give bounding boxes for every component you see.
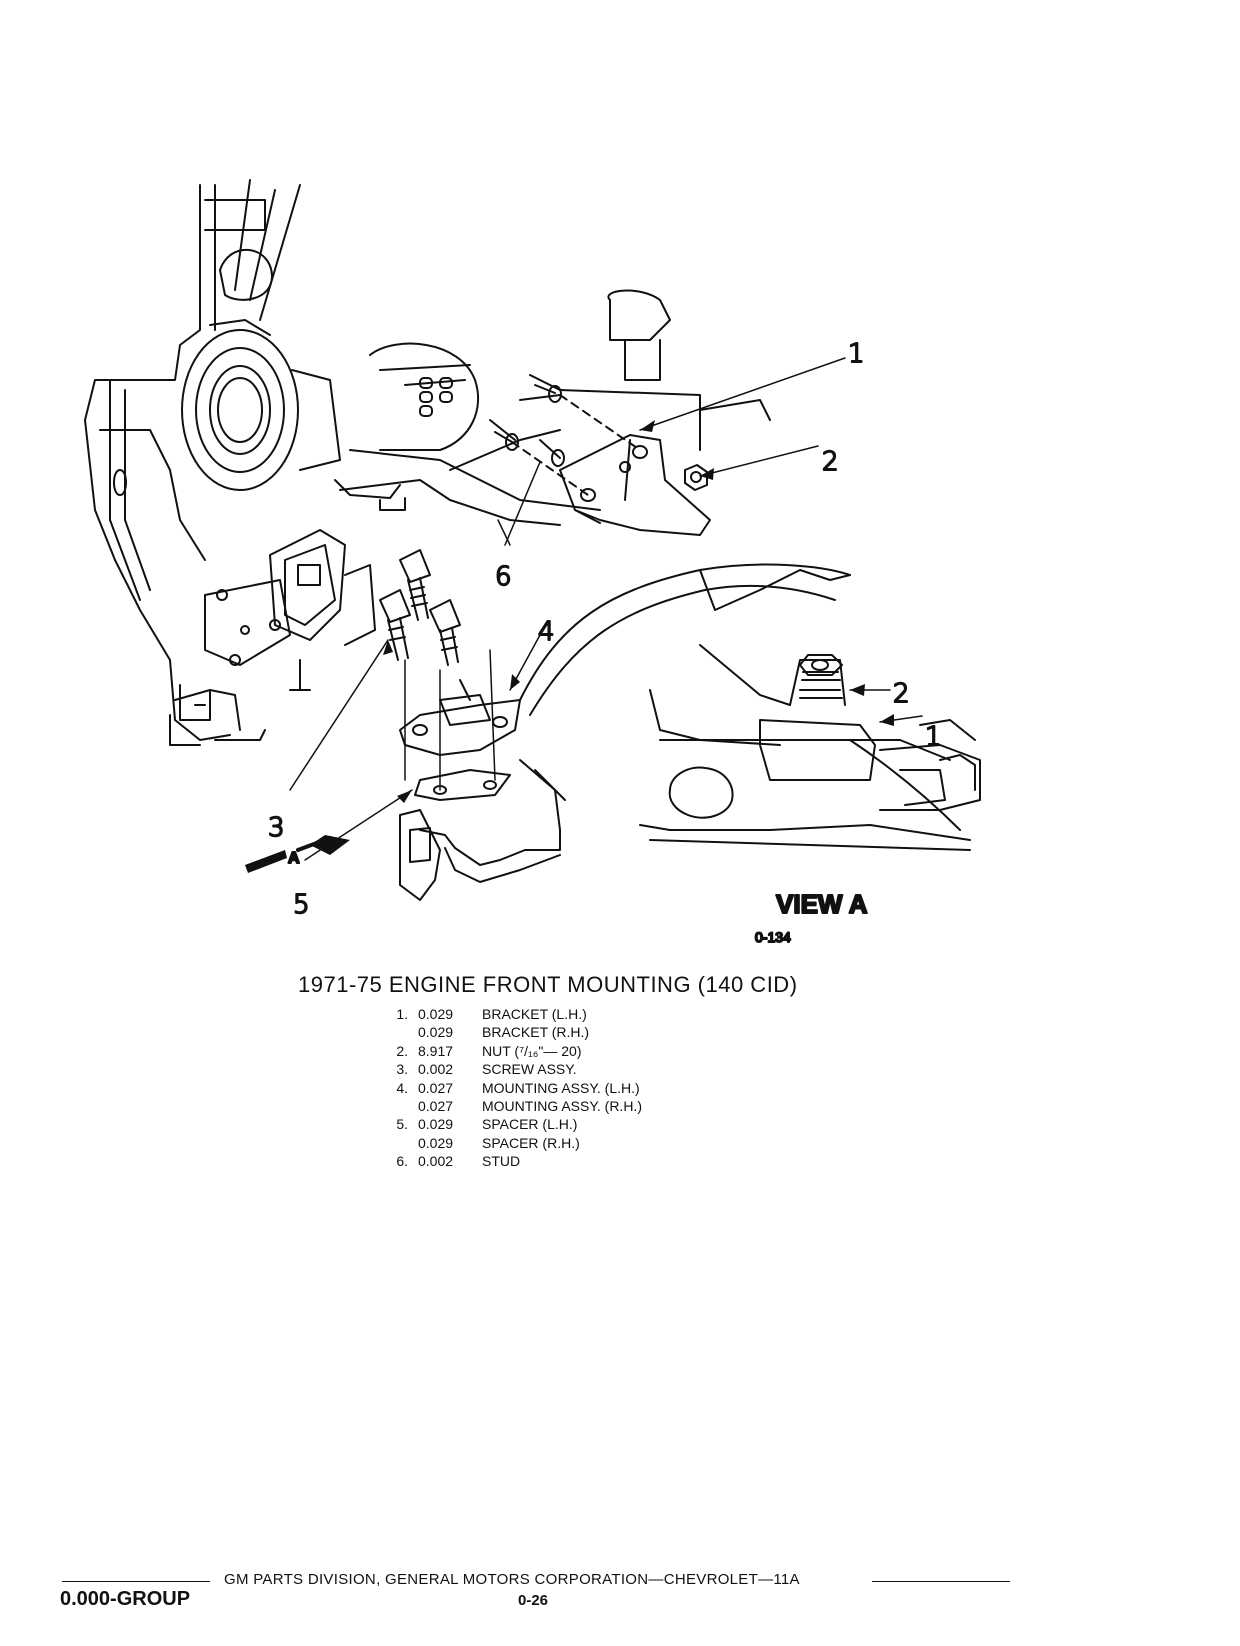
screw-drawings	[379, 549, 461, 666]
view-a-inset-drawing	[639, 644, 981, 851]
view-a-label: VIEW A	[776, 889, 868, 919]
callout-2-upper: 2	[822, 447, 839, 477]
footer-page-number: 0-26	[518, 1592, 549, 1609]
callout-5: 5	[293, 890, 310, 920]
callout-3: 3	[268, 813, 285, 843]
callout-1-upper: 1	[848, 339, 865, 369]
footer-group-label: 0.000-GROUP	[60, 1588, 191, 1610]
leader-arrowheads	[383, 420, 894, 803]
left-mount-drawing	[204, 529, 376, 691]
callout-4: 4	[538, 617, 555, 647]
engine-block-drawing	[84, 179, 301, 746]
stud-drawings	[489, 374, 565, 467]
footer-rule-left	[62, 1581, 210, 1582]
crossmember-drawing	[399, 563, 851, 901]
oil-filter-drawing	[369, 342, 480, 451]
bracket-lh-drawing	[511, 394, 711, 536]
footer-division: GM PARTS DIVISION, GENERAL MOTORS CORPOR…	[224, 1571, 800, 1588]
figure-number: 0-134	[755, 929, 791, 945]
oil-pan-drawing	[334, 289, 771, 526]
footer-rule-right	[872, 1581, 1010, 1582]
callout-1-view-a: 1	[925, 722, 942, 752]
nut-drawing	[684, 464, 708, 491]
view-a-arrow: A	[245, 835, 350, 873]
callout-6: 6	[495, 562, 512, 592]
engine-mount-illustration: A 1 2 6 4 2 1 3 5 VIEW A 0-134	[84, 179, 981, 946]
crank-pulley-drawing	[181, 319, 341, 491]
callout-2-view-a: 2	[893, 679, 910, 709]
arrow-a-label: A	[288, 850, 300, 867]
page-title: 1971-75 ENGINE FRONT MOUNTING (140 CID)	[298, 972, 798, 997]
mounting-assy-drawing	[399, 649, 521, 801]
